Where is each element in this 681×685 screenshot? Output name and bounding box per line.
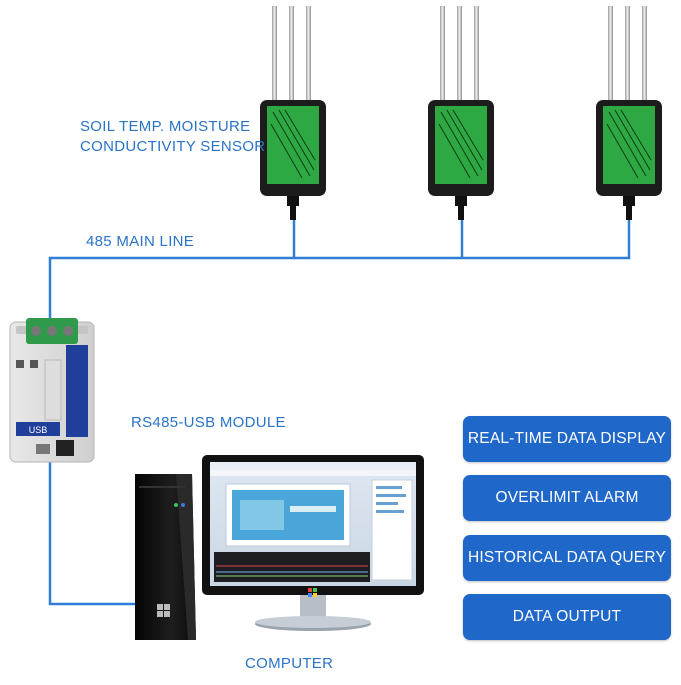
windows-logo-icon xyxy=(308,588,317,597)
sensor-label-line2: CONDUCTIVITY SENSOR xyxy=(80,138,266,155)
sensor-1 xyxy=(260,6,326,220)
pc-tower xyxy=(135,474,196,640)
feature-overlimit-alarm: OVERLIMIT ALARM xyxy=(463,475,671,521)
main-line-label: 485 MAIN LINE xyxy=(86,233,195,250)
windows-logo-icon xyxy=(157,604,170,617)
monitor xyxy=(202,455,424,631)
sensor-label-line1: SOIL TEMP. MOISTURE xyxy=(80,118,251,135)
computer-label: COMPUTER xyxy=(245,655,334,672)
sensor-2 xyxy=(428,6,494,220)
module-port-label: USB xyxy=(29,425,48,435)
rs485-usb-module: USB xyxy=(9,318,95,463)
feature-historical-query: HISTORICAL DATA QUERY xyxy=(463,535,671,581)
feature-data-output: DATA OUTPUT xyxy=(463,594,671,640)
wiring xyxy=(48,215,631,606)
module-label: RS485-USB MODULE xyxy=(131,414,286,431)
feature-realtime-display: REAL-TIME DATA DISPLAY xyxy=(463,416,671,462)
sensor-3 xyxy=(596,6,662,220)
